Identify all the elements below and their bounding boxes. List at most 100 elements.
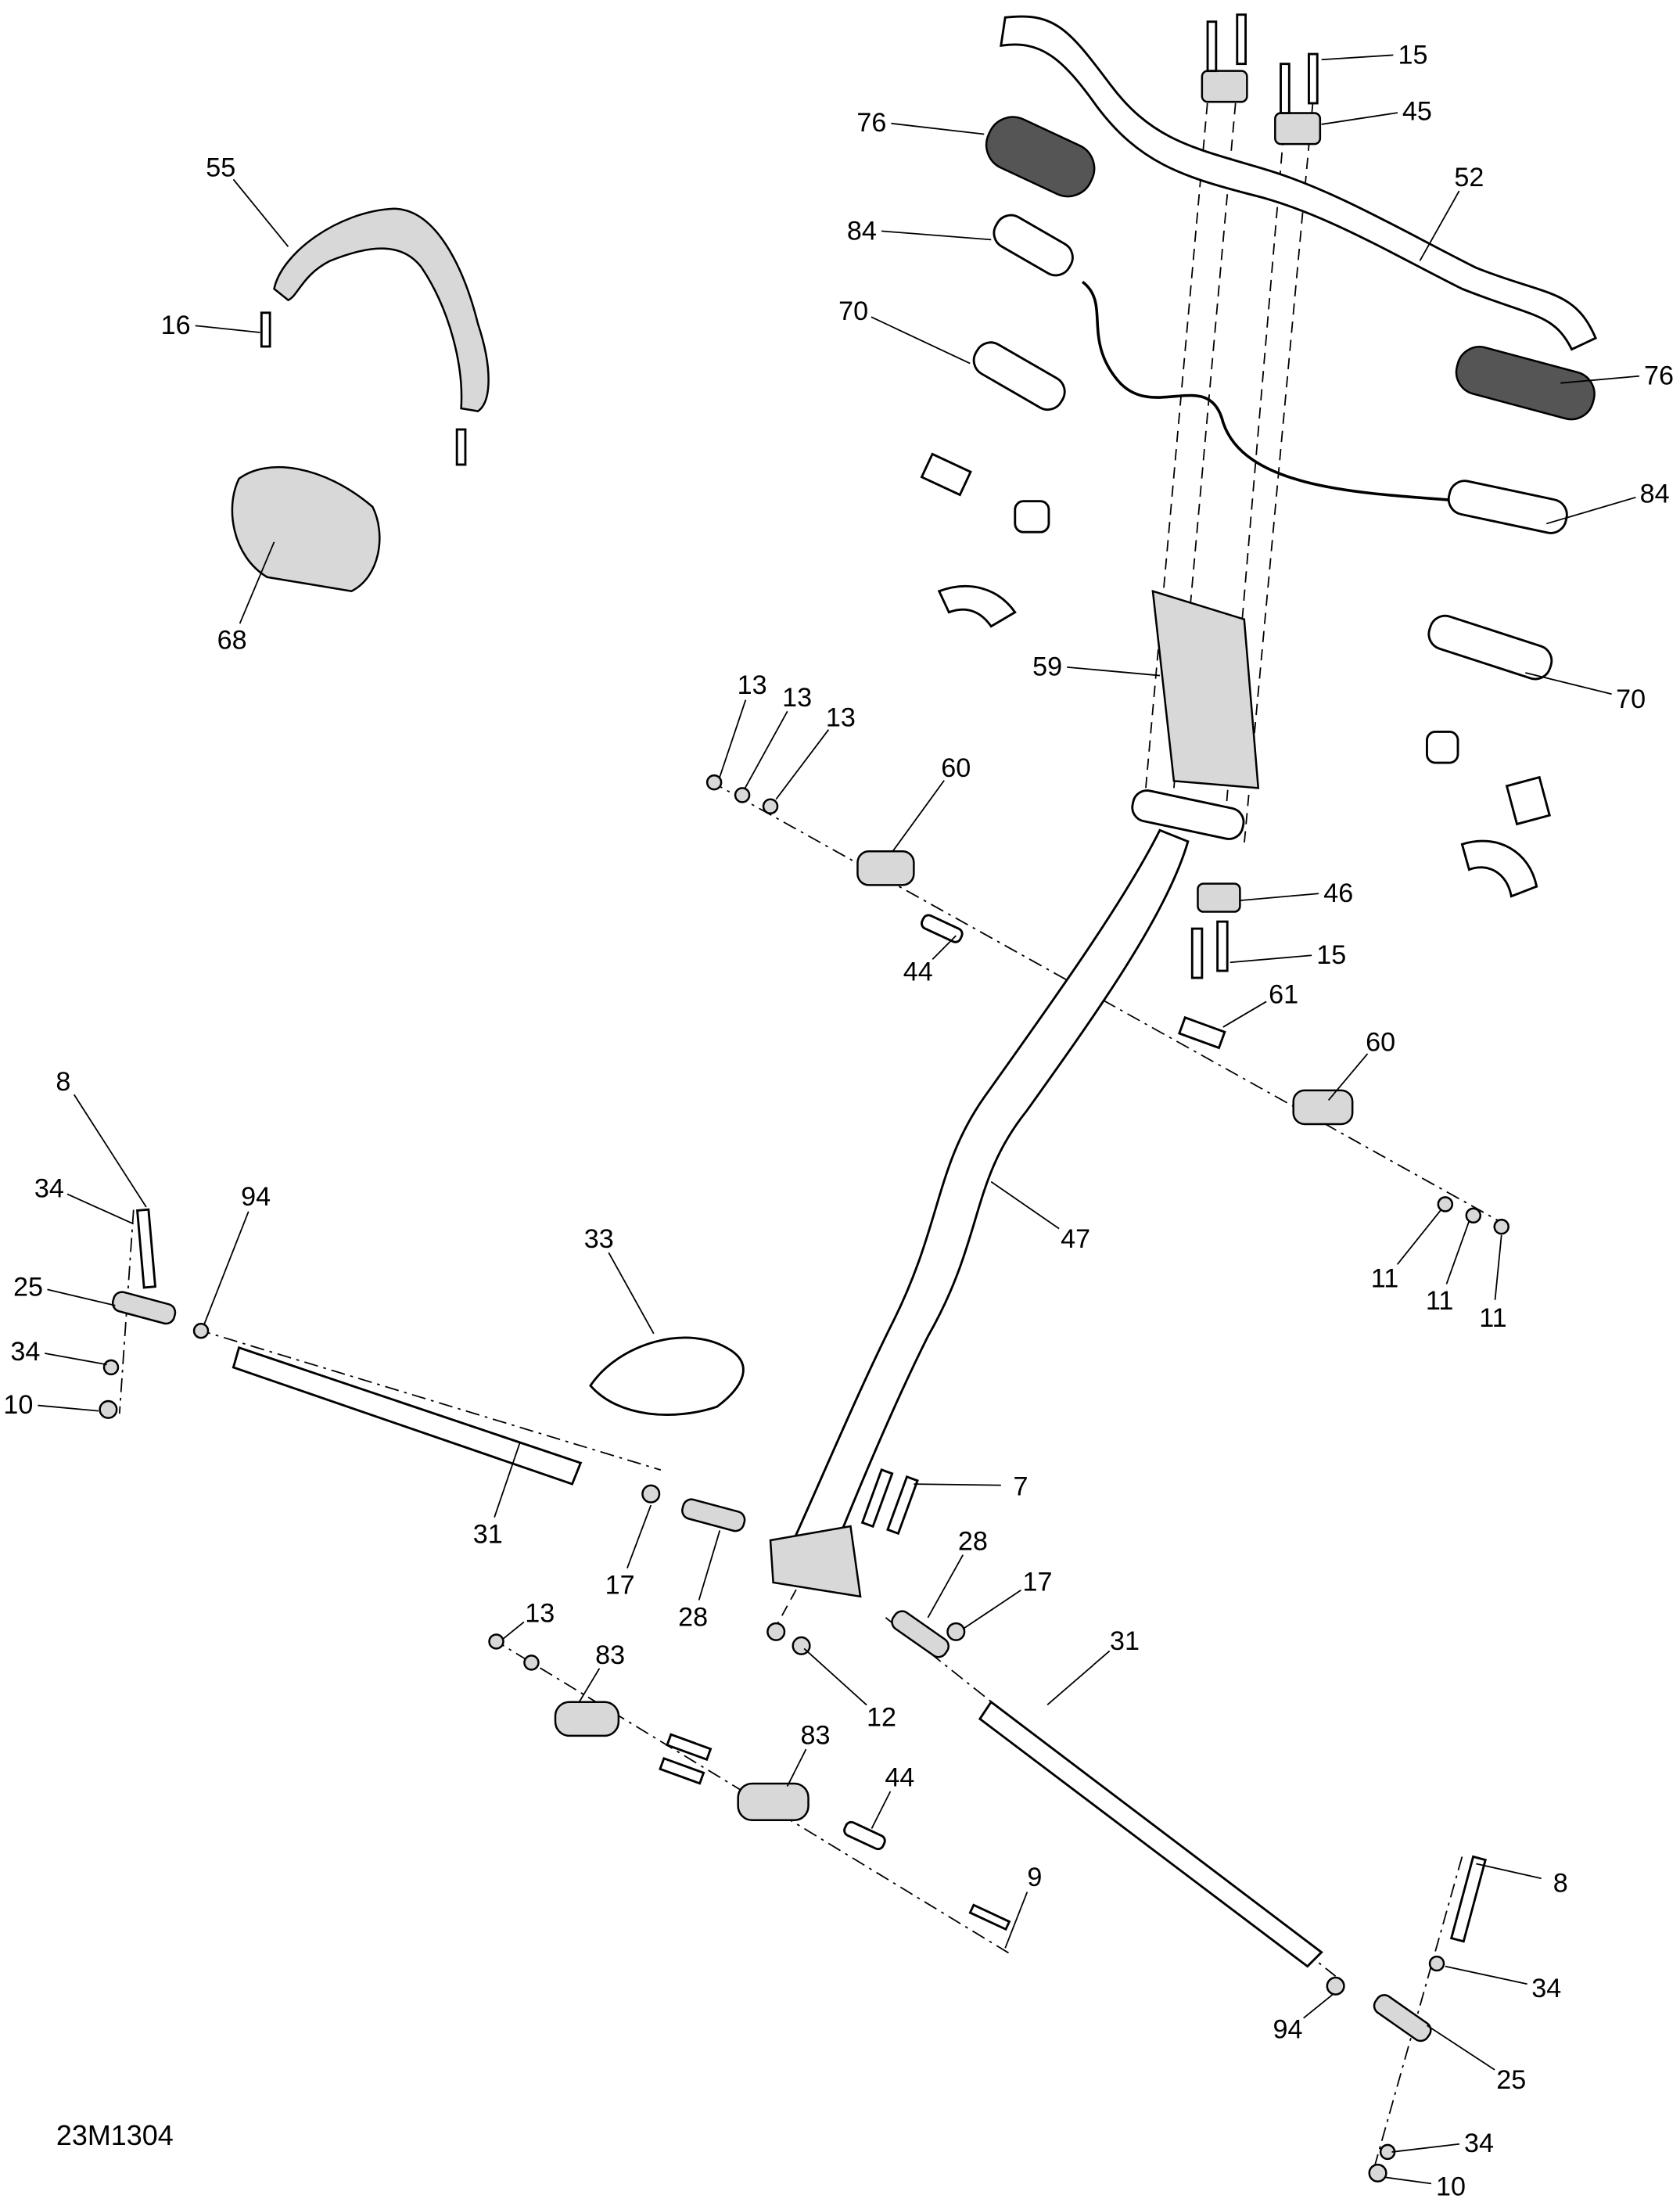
callout-label: 15 — [1398, 41, 1427, 70]
callout-13: 13 — [744, 683, 812, 789]
callout-25: 25 — [13, 1272, 116, 1306]
callout-34: 34 — [1445, 1965, 1561, 2003]
callout-17: 17 — [962, 1568, 1053, 1630]
leader-line — [775, 729, 830, 800]
callout-94: 94 — [203, 1182, 271, 1326]
callout-76: 76 — [1560, 361, 1674, 390]
leader-line — [962, 1590, 1021, 1630]
callout-31: 31 — [1046, 1626, 1140, 1706]
callout-70: 70 — [1525, 672, 1646, 714]
callout-28: 28 — [678, 1530, 721, 1633]
leader-line — [698, 1530, 721, 1601]
callout-label: 94 — [1273, 2014, 1303, 2044]
leader-line — [73, 1094, 147, 1208]
steering-column — [785, 828, 1190, 1563]
callout-9: 9 — [1004, 1863, 1042, 1949]
bushing-60 — [1292, 1089, 1354, 1126]
column-cover — [589, 1336, 745, 1416]
leader-line — [871, 1791, 892, 1829]
callout-55: 55 — [206, 153, 289, 247]
hand-guard — [273, 207, 490, 412]
callout-17: 17 — [605, 1504, 652, 1600]
callout-34: 34 — [34, 1173, 135, 1225]
callout-7: 7 — [914, 1471, 1028, 1501]
grip-right — [1455, 346, 1596, 421]
leader-line — [1384, 2176, 1432, 2185]
clamp-46 — [1197, 882, 1241, 913]
leader-line — [66, 1193, 135, 1225]
callout-label: 31 — [1110, 1626, 1140, 1656]
callout-label: 33 — [584, 1224, 614, 1254]
callout-84: 84 — [1545, 479, 1670, 525]
leader-line — [1391, 2143, 1460, 2153]
leader-line — [1445, 1220, 1470, 1284]
callout-61: 61 — [1222, 979, 1298, 1028]
leader-line — [626, 1504, 652, 1568]
callout-8: 8 — [56, 1067, 147, 1208]
handlebar-clamp — [1201, 70, 1248, 103]
callout-label: 10 — [3, 1390, 33, 1420]
leader-line — [881, 230, 992, 241]
callout-10: 10 — [1384, 2172, 1466, 2202]
heater-wire — [1081, 280, 1448, 501]
leader-line — [1396, 1209, 1442, 1265]
leader-line — [44, 1353, 107, 1366]
leader-line — [608, 1252, 655, 1335]
leader-line — [1222, 1001, 1267, 1028]
callout-45: 45 — [1321, 97, 1432, 127]
leader-line — [990, 1180, 1060, 1230]
leader-line — [932, 935, 957, 961]
leader-line — [786, 1748, 807, 1787]
bolt-8 — [135, 1208, 157, 1289]
leader-line — [719, 699, 747, 778]
leader-line — [239, 541, 275, 624]
leader-line — [1303, 1993, 1334, 2019]
callout-13: 13 — [719, 670, 767, 778]
tie-rod-left — [232, 1346, 583, 1486]
callout-34: 34 — [10, 1337, 107, 1367]
callout-label: 31 — [473, 1520, 503, 1550]
leader-line — [38, 1404, 99, 1412]
bushing-83 — [554, 1701, 620, 1737]
callout-label: 52 — [1454, 163, 1484, 192]
callout-28: 28 — [927, 1527, 988, 1619]
leader-line — [195, 325, 260, 333]
callout-label: 16 — [161, 311, 191, 340]
leader-line — [744, 710, 788, 789]
callout-11: 11 — [1426, 1220, 1470, 1316]
bolt-8 — [1449, 1855, 1487, 1943]
callout-25: 25 — [1426, 2025, 1526, 2095]
callout-label: 11 — [1371, 1263, 1398, 1293]
callout-label: 76 — [1644, 361, 1674, 390]
callout-59: 59 — [1032, 652, 1161, 682]
callout-label: 83 — [595, 1640, 625, 1670]
callout-60: 60 — [892, 753, 971, 852]
callout-label: 12 — [867, 1702, 896, 1732]
callout-15: 15 — [1321, 41, 1427, 70]
callout-label: 8 — [56, 1067, 70, 1097]
grip-sleeve — [972, 341, 1066, 411]
leader-line — [871, 316, 971, 365]
callout-label: 13 — [738, 670, 767, 700]
callout-label: 68 — [217, 625, 247, 655]
leader-line — [1067, 666, 1161, 677]
assembly-lines — [118, 84, 1505, 2181]
nuts-washers — [99, 774, 1509, 2183]
grip-sleeve — [1427, 614, 1553, 681]
tie-rod-right — [978, 1700, 1323, 1968]
callout-70: 70 — [838, 296, 971, 365]
callout-label: 13 — [826, 702, 856, 732]
callout-label: 15 — [1316, 940, 1346, 970]
callout-label: 17 — [605, 1570, 635, 1600]
leader-line — [1229, 954, 1312, 964]
callout-label: 70 — [1616, 684, 1646, 714]
callout-label: 10 — [1436, 2172, 1466, 2202]
grip-heater-left — [993, 214, 1074, 277]
rod-end-25 — [1373, 1994, 1432, 2043]
leader-line — [1525, 672, 1612, 695]
callout-12: 12 — [803, 1647, 896, 1732]
leader-line — [1240, 893, 1319, 902]
leader-line — [494, 1441, 521, 1518]
leader-line — [203, 1211, 249, 1326]
